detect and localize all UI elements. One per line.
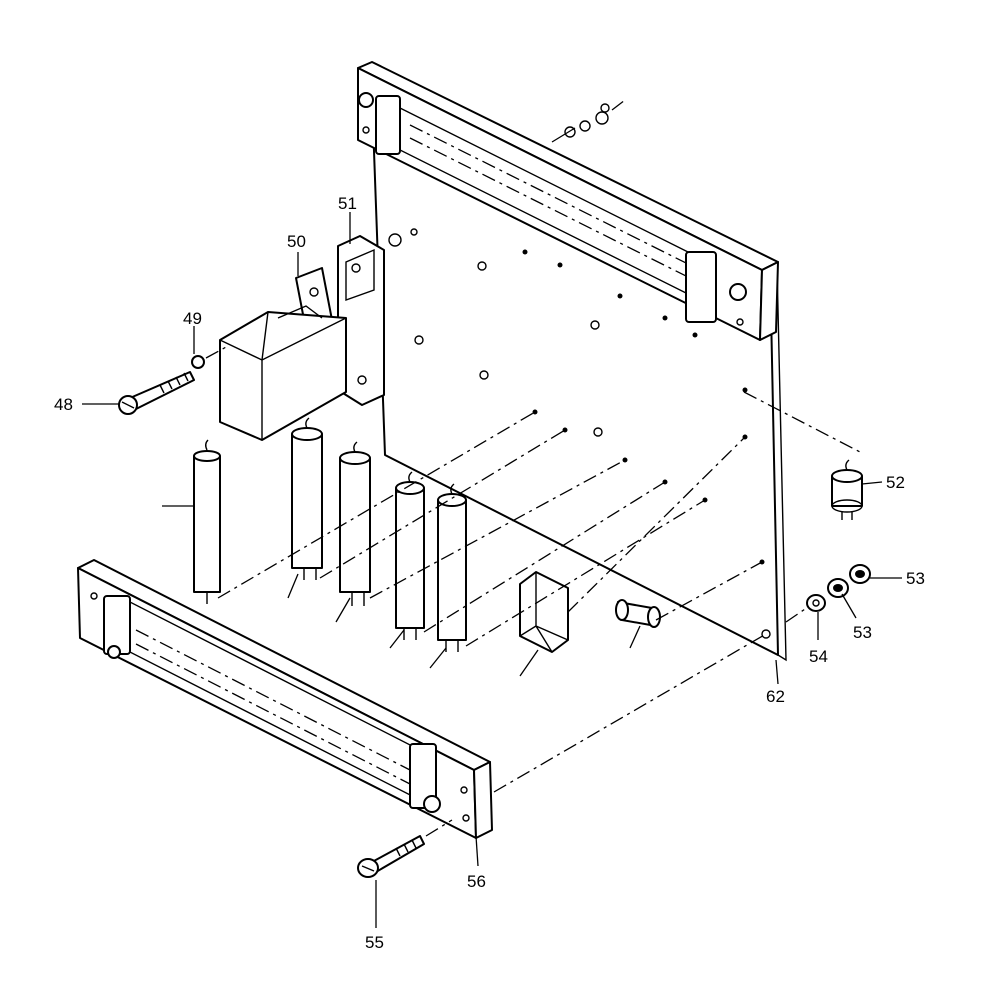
callout-53-nut: 53 bbox=[906, 570, 925, 587]
capacitor-4 bbox=[396, 472, 424, 640]
screw-55 bbox=[358, 820, 452, 877]
capacitor-5 bbox=[438, 484, 466, 652]
callout-55: 55 bbox=[365, 934, 384, 951]
callout-49: 49 bbox=[183, 310, 202, 327]
callout-51: 51 bbox=[338, 195, 357, 212]
callout-53-lockwasher: 53 bbox=[853, 624, 872, 641]
component-52 bbox=[832, 460, 862, 520]
callout-56: 56 bbox=[467, 873, 486, 890]
washer-54 bbox=[807, 595, 825, 611]
lockwasher-53 bbox=[828, 579, 848, 597]
callout-52: 52 bbox=[886, 474, 905, 491]
small-cylinder-component bbox=[616, 600, 660, 627]
callout-50: 50 bbox=[287, 233, 306, 250]
nut-53 bbox=[850, 565, 870, 583]
callout-54: 54 bbox=[809, 648, 828, 665]
relay bbox=[220, 268, 346, 440]
screw-48 bbox=[119, 346, 228, 414]
callout-62: 62 bbox=[766, 688, 785, 705]
callout-48: 48 bbox=[54, 396, 73, 413]
lower-card-guide bbox=[78, 560, 492, 838]
capacitor-2 bbox=[292, 418, 322, 580]
resistor-block bbox=[520, 572, 568, 652]
capacitor-1 bbox=[194, 440, 220, 604]
